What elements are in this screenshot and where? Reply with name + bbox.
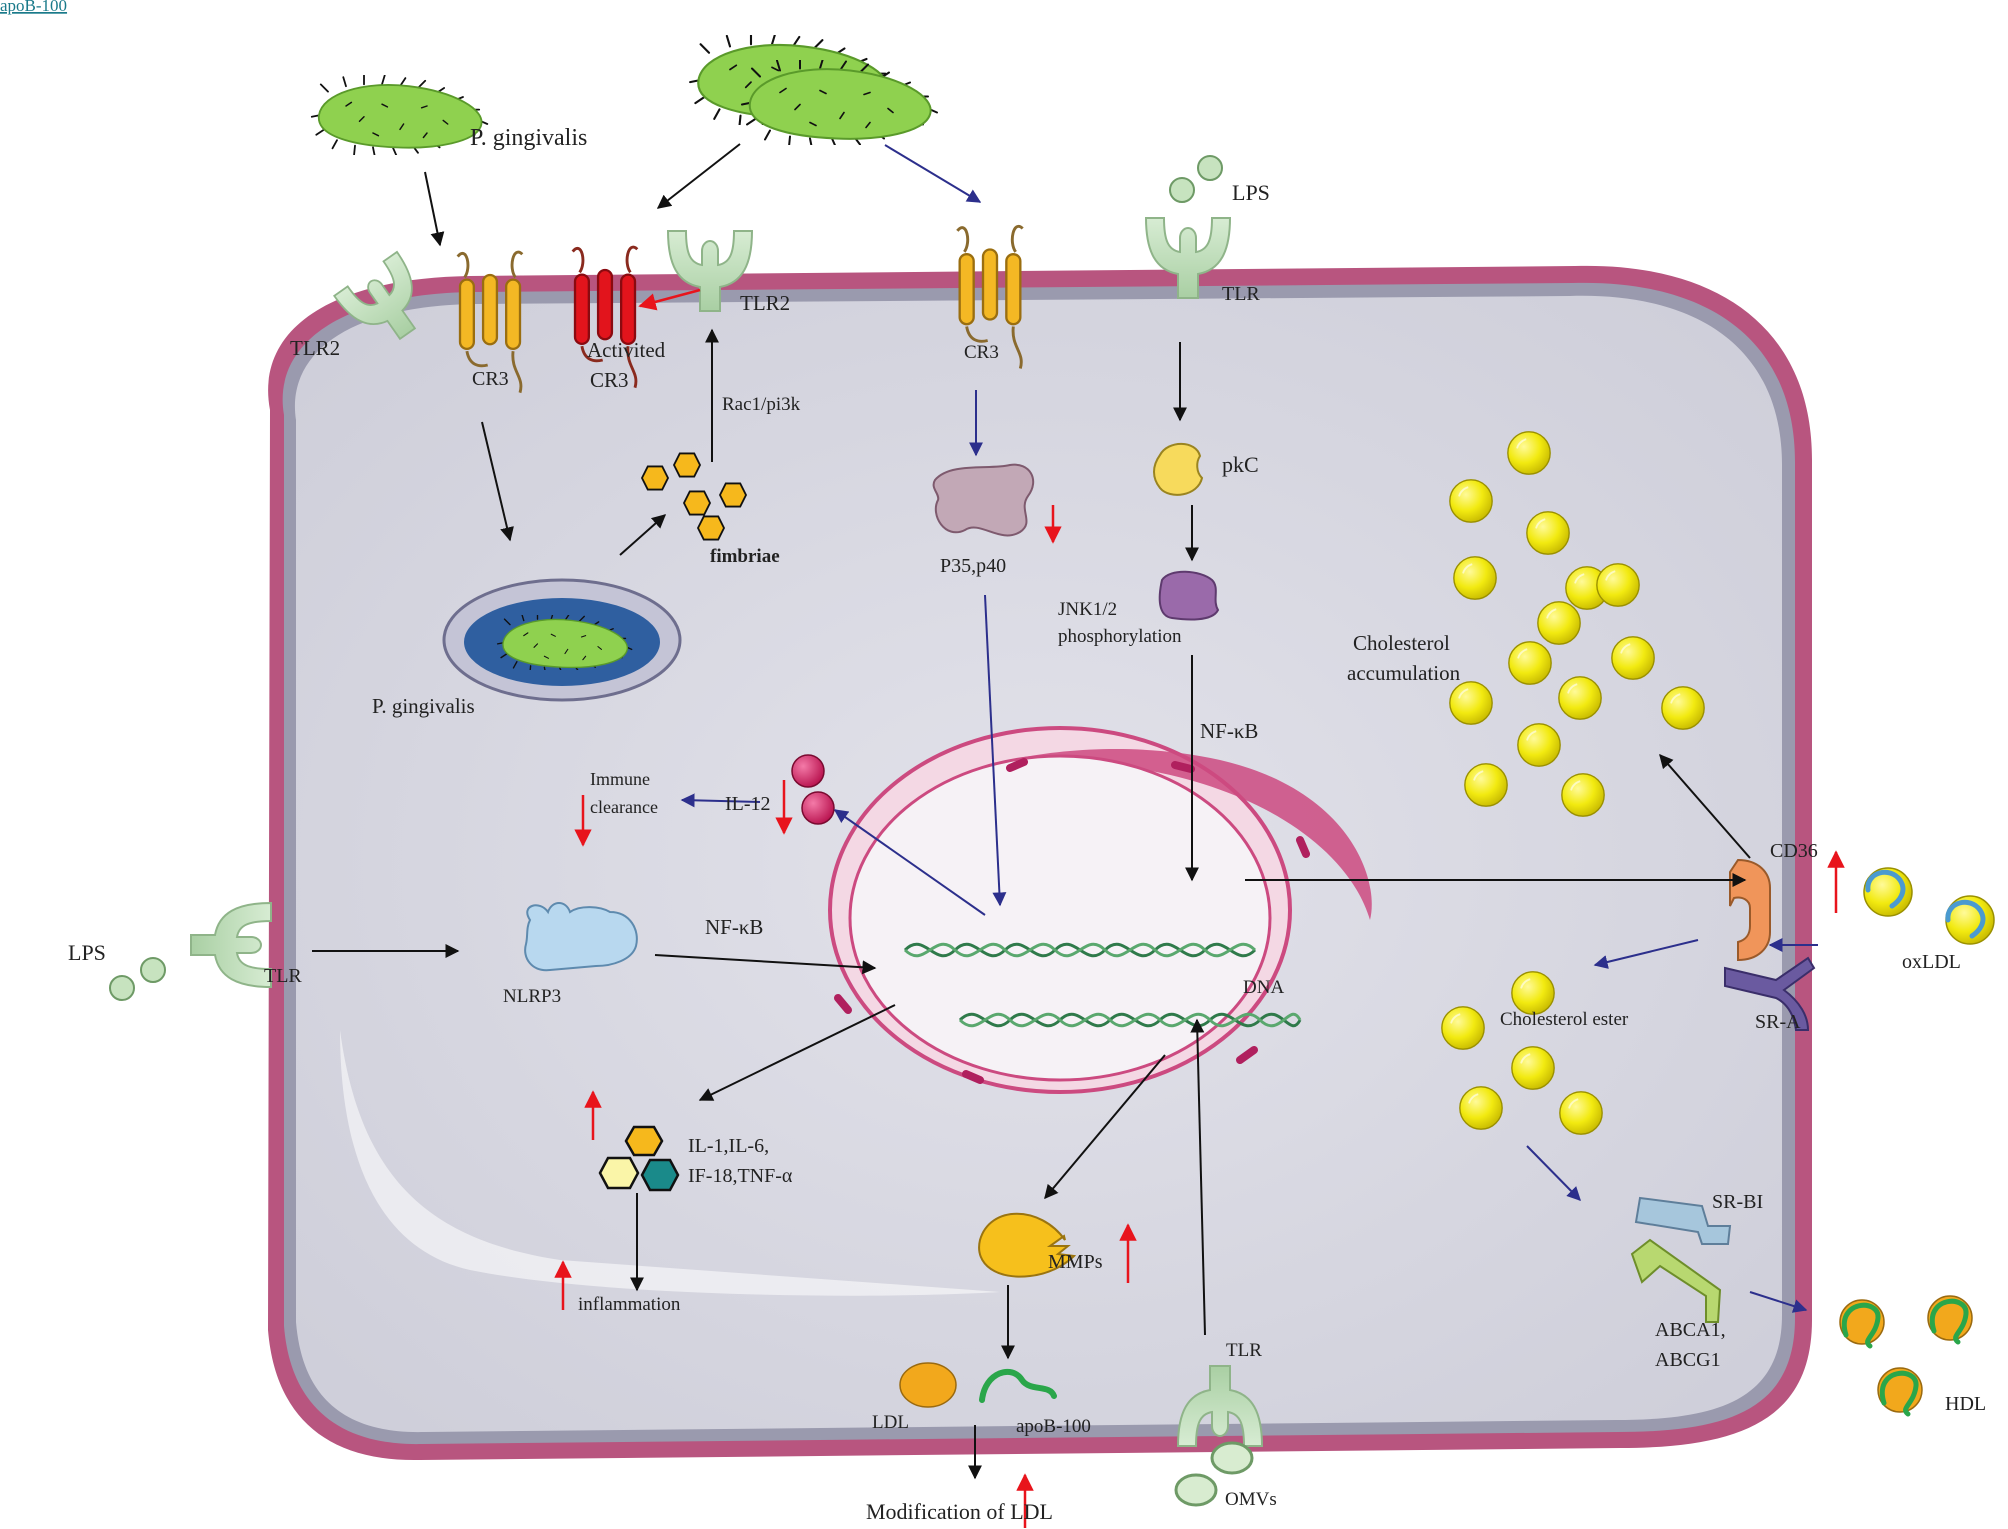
- label-cytokines-2: IF-18,TNF-α: [688, 1165, 793, 1187]
- bacterium-icon: [310, 75, 489, 155]
- label-hdl: HDL: [1945, 1393, 1986, 1415]
- label-abcg1: ABCG1: [1655, 1349, 1721, 1371]
- srbi-receptor-icon: [1634, 1196, 1732, 1245]
- lps-particles-left: [109, 957, 166, 1001]
- red-arrows: [554, 288, 1845, 1528]
- label-chol-acc-2: accumulation: [1347, 661, 1461, 685]
- hdl-particle-icon: [1839, 1295, 1973, 1417]
- label-apob100: apoB-100: [1016, 1416, 1091, 1437]
- label-rac1-pi3k: Rac1/pi3k: [722, 394, 801, 415]
- label-chol-ester: Cholesterol ester: [1500, 1009, 1629, 1030]
- label-pkc: pkC: [1222, 452, 1259, 477]
- label-inflammation: inflammation: [578, 1294, 681, 1315]
- mmps-enzyme-icon: [978, 1212, 1077, 1278]
- label-il12: IL-12: [725, 793, 771, 815]
- label-nfkb-right: NF-κB: [1200, 719, 1258, 743]
- label-immune-1: Immune: [590, 769, 650, 789]
- label-lps-left: LPS: [68, 940, 106, 965]
- omv-vesicle-icon: [1174, 1441, 1254, 1507]
- blue-arrows: [680, 144, 1818, 1313]
- label-pg-top: P. gingivalis: [470, 125, 587, 151]
- label-chol-acc-1: Cholesterol: [1353, 631, 1450, 655]
- label-oxldl: oxLDL: [1902, 951, 1961, 973]
- tlr-receptor-icon: [190, 902, 272, 988]
- abca1-transporter-icon: [1630, 1238, 1722, 1323]
- label-cr3-left: CR3: [472, 368, 509, 390]
- cytokine-hexagons: [598, 1125, 680, 1192]
- apob100-icon: [979, 1368, 1057, 1403]
- ldl-particle-icon: [899, 1362, 957, 1408]
- label-abca1: ABCA1,: [1655, 1319, 1726, 1341]
- black-arrows: [312, 143, 1751, 1480]
- label-lps-top: LPS: [1232, 180, 1270, 205]
- header-link[interactable]: apoB-100: [0, 0, 67, 15]
- label-omvs: OMVs: [1225, 1489, 1277, 1510]
- label-immune-2: clearance: [590, 797, 658, 817]
- label-activited-cr3-2: CR3: [590, 368, 629, 392]
- label-tlr-bottom: TLR: [1226, 1340, 1262, 1361]
- pkc-protein-icon: [1153, 442, 1204, 496]
- label-cr3-mid: CR3: [964, 342, 999, 363]
- label-pg-vacuole: P. gingivalis: [372, 694, 475, 718]
- label-p35-p40: P35,p40: [940, 555, 1006, 577]
- sra-receptor-icon: [1724, 956, 1816, 1031]
- p35-p40-protein-icon: [932, 463, 1035, 537]
- label-tlr-top: TLR: [1222, 283, 1260, 305]
- oxldl-particle-icon: [1863, 867, 1995, 945]
- label-srbi: SR-BI: [1712, 1191, 1763, 1213]
- label-cytokines-1: IL-1,IL-6,: [688, 1135, 769, 1157]
- label-fimbriae: fimbriae: [710, 546, 780, 567]
- label-sra: SR-A: [1755, 1011, 1801, 1033]
- label-nfkb-left: NF-κB: [705, 915, 763, 939]
- nlrp3-protein-icon: [524, 902, 638, 972]
- label-jnk-1: JNK1/2: [1058, 599, 1117, 620]
- label-tlr2-mid: TLR2: [740, 291, 790, 315]
- label-cd36: CD36: [1770, 840, 1818, 862]
- label-nlrp3: NLRP3: [503, 986, 561, 1007]
- label-dna: DNA: [1243, 977, 1284, 998]
- vacuole-icon: [442, 578, 682, 702]
- il12-protein-icon: [791, 754, 835, 825]
- label-tlr-left: TLR: [264, 965, 302, 987]
- label-jnk-2: phosphorylation: [1058, 626, 1182, 647]
- jnk-protein-icon: [1158, 570, 1220, 621]
- label-mmps: MMPs: [1048, 1251, 1103, 1273]
- dna-helix-icon: [903, 942, 1302, 1028]
- nucleus: [828, 726, 1372, 1094]
- label-activited-cr3-1: Activited: [587, 338, 666, 362]
- label-mod-ldl: Modification of LDL: [866, 1499, 1053, 1524]
- label-tlr2-left: TLR2: [290, 336, 340, 360]
- label-ldl: LDL: [872, 1412, 909, 1433]
- lps-particles-top: [1169, 155, 1223, 203]
